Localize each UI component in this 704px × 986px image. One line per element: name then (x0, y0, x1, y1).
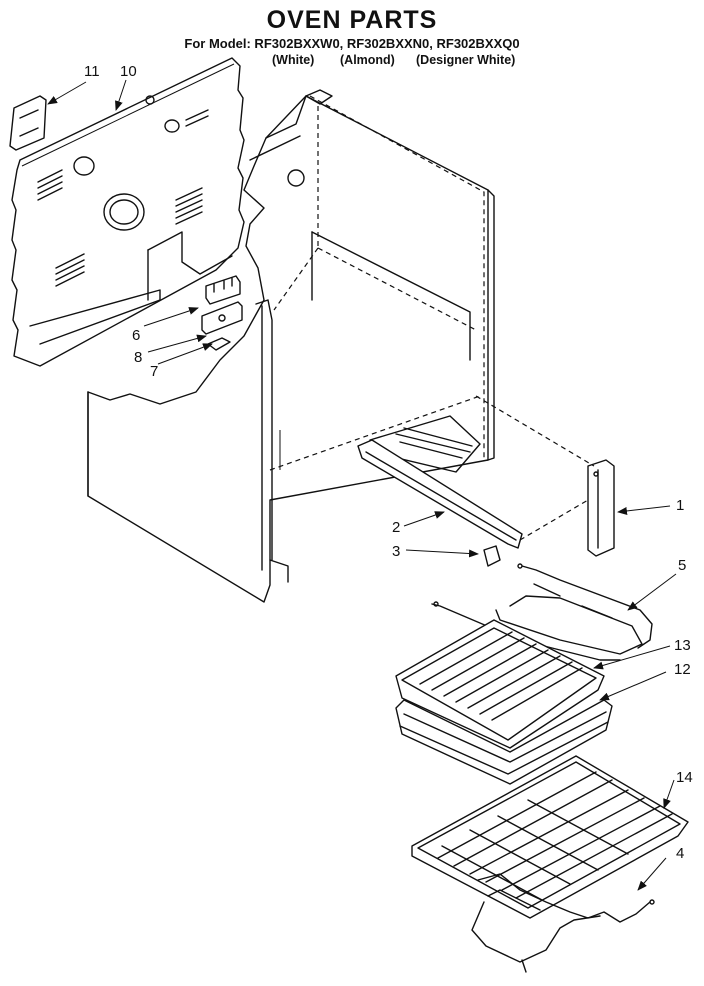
callout-1: 1 (676, 497, 685, 514)
callout-12: 12 (674, 661, 691, 678)
diagram-header: OVEN PARTS For Model: RF302BXXW0, RF302B… (0, 6, 704, 51)
oven-cabinet (87, 89, 495, 603)
part-13-broil-grid (395, 619, 605, 749)
callout-11: 11 (84, 63, 100, 80)
leader-dash (475, 395, 595, 467)
part-2-trim-strip (357, 439, 523, 549)
callout-2: 2 (392, 519, 401, 536)
diagram-title: OVEN PARTS (266, 6, 438, 34)
part-11-bracket (9, 95, 47, 151)
part-8-clip (207, 337, 231, 351)
callout-13: 13 (674, 637, 691, 654)
part-4-broil-element (471, 873, 655, 973)
color-white-label: (White) (272, 53, 315, 67)
callout-6: 6 (132, 327, 141, 344)
vent-slots (37, 109, 209, 287)
callout-5: 5 (678, 557, 687, 574)
callout-10: 10 (120, 63, 137, 80)
part-3-clip (483, 545, 501, 567)
part-1-side-trim (587, 459, 615, 557)
part-12-broil-pan (395, 699, 613, 785)
model-numbers: For Model: RF302BXXW0, RF302BXXN0, RF302… (184, 36, 520, 51)
callout-7: 7 (150, 363, 159, 380)
color-almond-label: (Almond) (340, 53, 395, 67)
callout-8: 8 (134, 349, 143, 366)
callout-14: 14 (676, 769, 693, 786)
leader-dash-2 (519, 499, 589, 541)
callout-3: 3 (392, 543, 401, 560)
callout-leaders (47, 79, 677, 891)
part-6-terminal-block (201, 275, 243, 335)
color-designer-white-label: (Designer White) (416, 53, 516, 67)
part-10-rear-panel (11, 57, 245, 367)
part-14-oven-rack (411, 755, 689, 919)
callout-4: 4 (676, 845, 685, 862)
